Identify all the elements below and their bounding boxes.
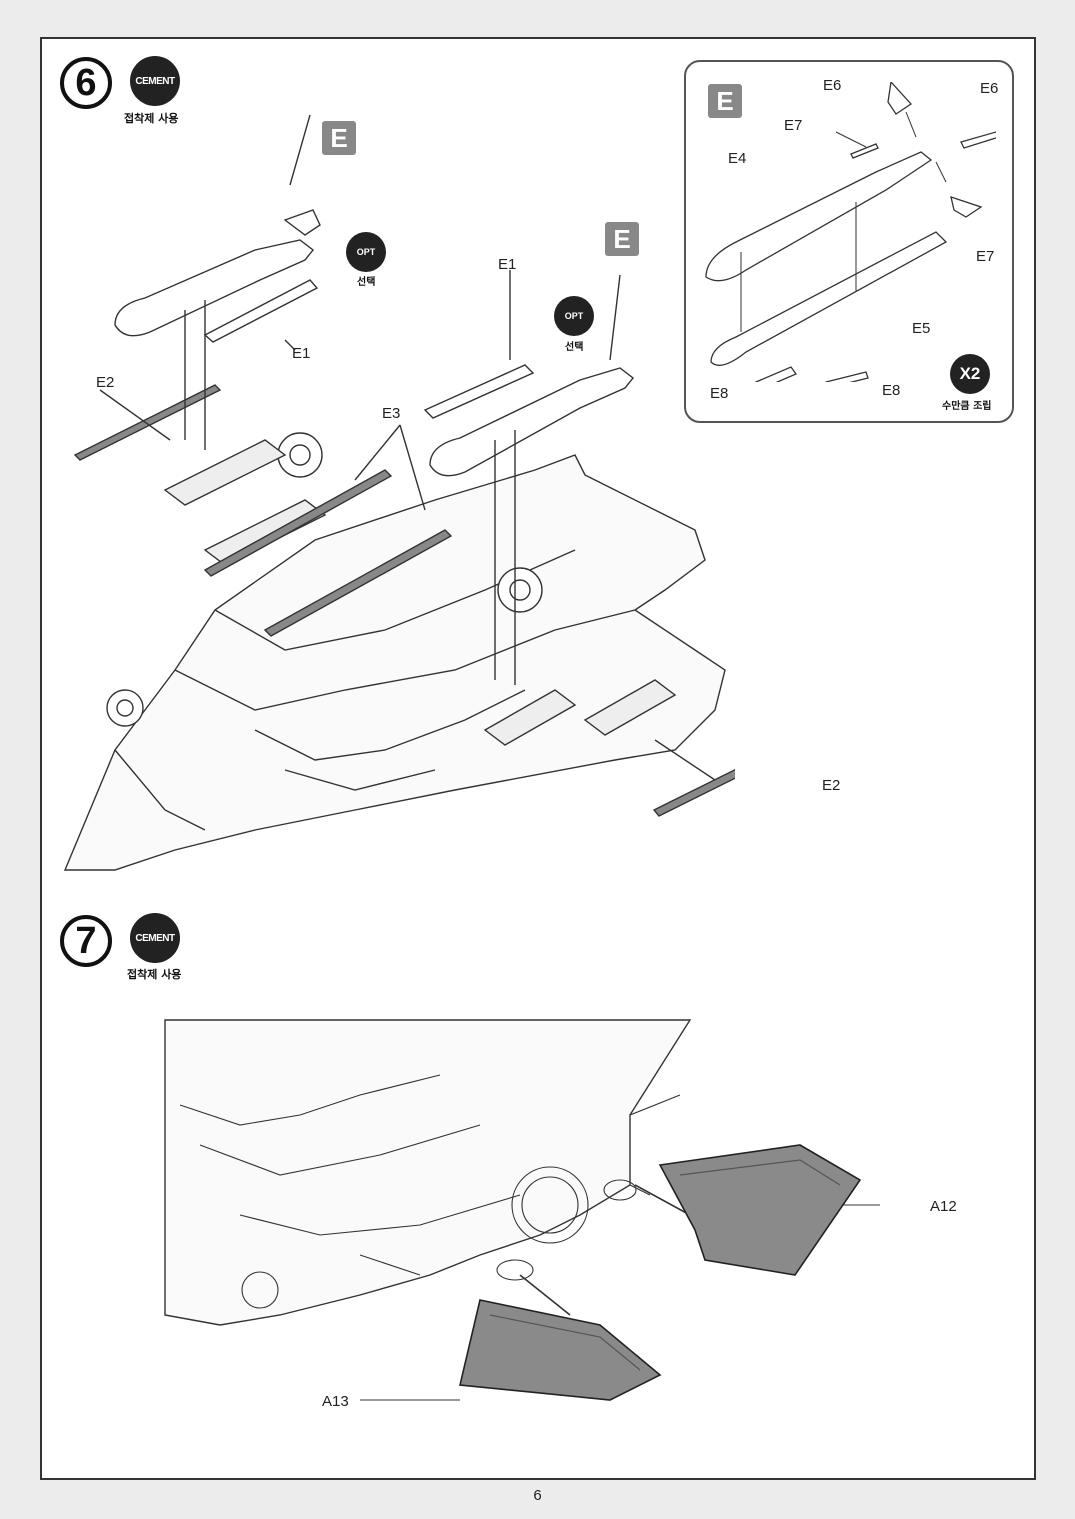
part-label-e1: E1	[498, 256, 517, 273]
assemble-twice-icon: X2	[950, 354, 990, 394]
part-label-e8: E8	[710, 385, 729, 402]
part-sprue-e-tag: E	[708, 84, 742, 118]
optional-caption: 선택	[357, 277, 376, 288]
optional-icon: OPT	[554, 296, 594, 336]
part-label-e7: E7	[976, 248, 995, 265]
cement-icon: CEMENT	[130, 56, 180, 106]
part-label-a12: A12	[930, 1198, 957, 1215]
optional-icon: OPT	[346, 232, 386, 272]
part-label-e5: E5	[912, 320, 931, 337]
part-label-a13: A13	[322, 1393, 349, 1410]
part-label-e1: E1	[292, 345, 311, 362]
part-label-e4: E4	[728, 150, 747, 167]
part-label-e2: E2	[96, 374, 115, 391]
cement-caption: 접착제 사용	[127, 968, 182, 981]
part-label-e6: E6	[823, 77, 842, 94]
part-sprue-e-tag: E	[605, 222, 639, 256]
part-sprue-e-tag: E	[322, 121, 356, 155]
step-7-assembly-illustration	[164, 1019, 880, 1401]
step-7-number: 7	[60, 915, 112, 967]
drop-tank-subassembly-inset: E E6 E6 E7 E7 E4 E5 E8 E8 X2 수만큼 조립	[684, 60, 1014, 423]
part-label-e6: E6	[980, 80, 999, 97]
cement-caption: 접착제 사용	[124, 112, 179, 125]
part-label-e2: E2	[822, 777, 841, 794]
part-label-e8: E8	[882, 382, 901, 399]
part-label-e7: E7	[784, 117, 803, 134]
step-6-assembly-illustration	[63, 114, 735, 871]
cement-icon: CEMENT	[130, 913, 180, 963]
optional-caption: 선택	[565, 342, 584, 353]
assemble-twice-caption: 수만큼 조립	[942, 401, 992, 412]
page-number: 6	[533, 1487, 542, 1504]
step-6-number: 6	[60, 57, 112, 109]
drop-tank-illustration	[705, 82, 996, 382]
part-label-e3: E3	[382, 405, 401, 422]
